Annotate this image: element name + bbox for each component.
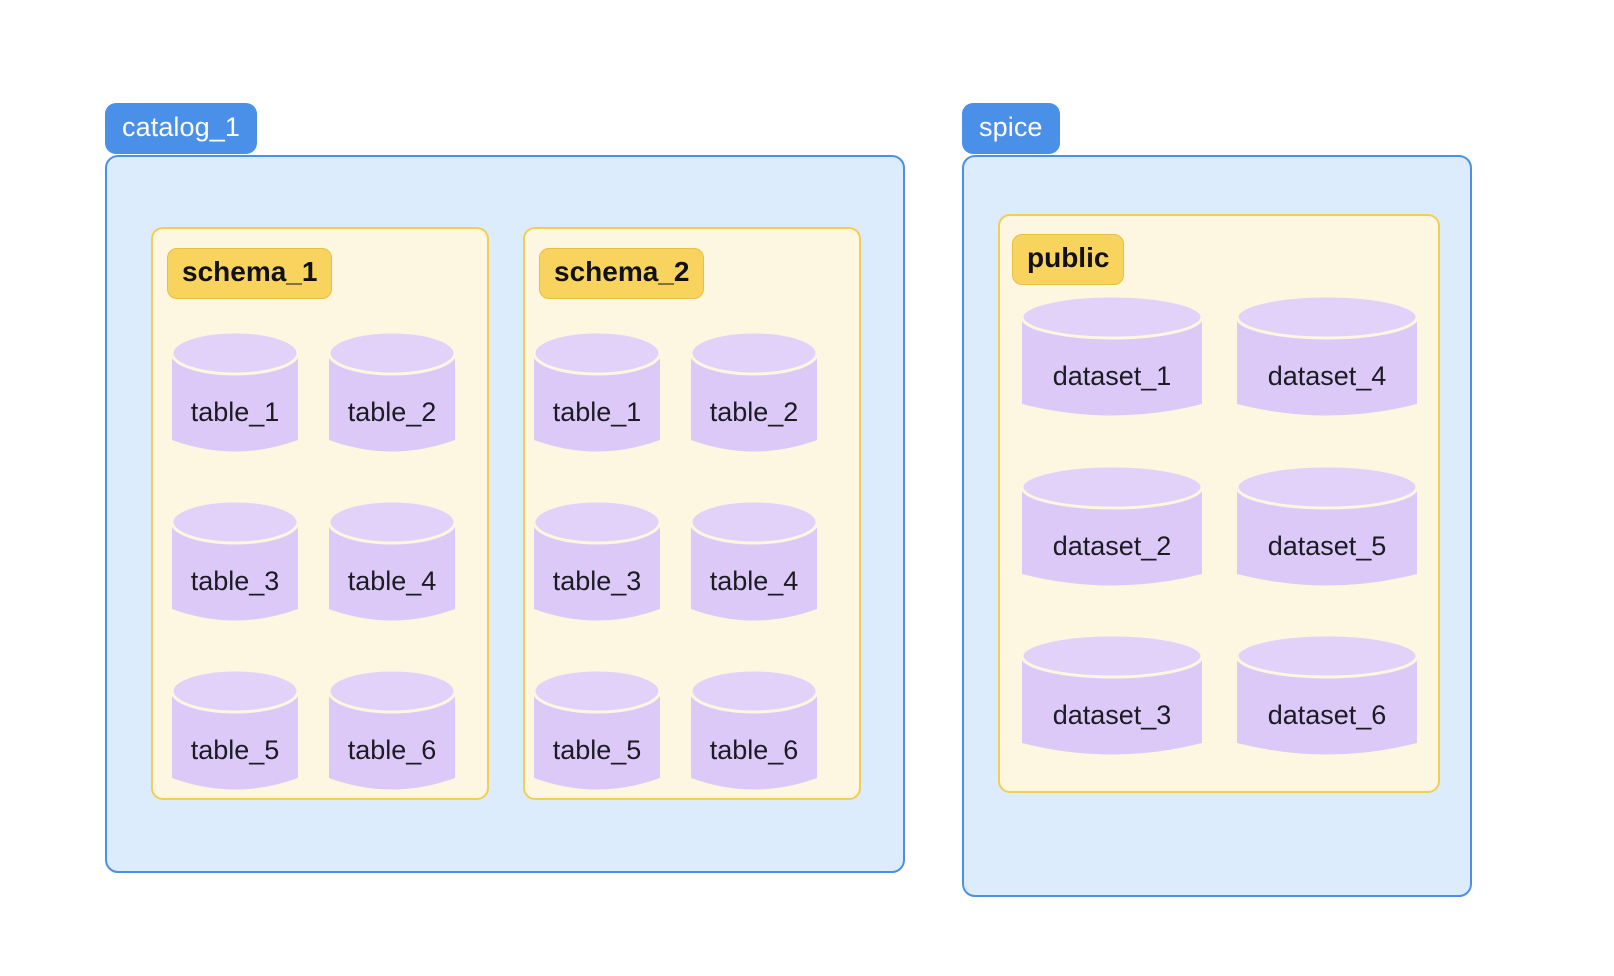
cylinder-label: dataset_4 <box>1267 361 1387 391</box>
cylinder-shape <box>172 330 298 452</box>
schema-badge-schema_1[interactable]: schema_1 <box>167 248 333 299</box>
database-cylinder-icon[interactable]: table_6 <box>691 668 817 801</box>
cylinder-label: dataset_1 <box>1052 361 1172 391</box>
cylinder-shape <box>691 330 817 452</box>
cylinder-label: table_6 <box>347 735 437 765</box>
cylinder-label: table_1 <box>190 397 280 427</box>
cylinder-shape <box>534 330 660 452</box>
cylinder-label: dataset_5 <box>1267 531 1387 561</box>
cylinder-shape <box>691 668 817 790</box>
catalog-badge-catalog_1[interactable]: catalog_1 <box>105 103 257 154</box>
cylinder-label: table_4 <box>709 566 799 596</box>
catalog-group-catalog_1: catalog_1 schema_1 table_1 <box>105 103 905 873</box>
cylinder-label: table_1 <box>552 397 642 427</box>
database-cylinder-icon[interactable]: table_1 <box>172 330 298 463</box>
cylinder-shape <box>329 330 455 452</box>
cylinder-shape <box>329 668 455 790</box>
database-cylinder-icon[interactable]: dataset_2 <box>1022 464 1202 597</box>
catalog-group-spice: spice public dataset_1 dat <box>962 103 1472 897</box>
database-cylinder-icon[interactable]: table_3 <box>172 499 298 632</box>
cylinder-label: dataset_6 <box>1267 700 1387 730</box>
database-cylinder-icon[interactable]: dataset_5 <box>1237 464 1417 597</box>
schema-badge-schema_2[interactable]: schema_2 <box>539 248 705 299</box>
cylinder-shape <box>1237 294 1417 416</box>
cylinder-label: table_6 <box>709 735 799 765</box>
database-cylinder-icon[interactable]: table_1 <box>534 330 660 463</box>
schema-panel-schema_1: schema_1 table_1 table_2 <box>151 227 489 800</box>
cylinder-label: table_2 <box>347 397 437 427</box>
cylinder-shape <box>1022 464 1202 586</box>
cylinder-shape <box>691 499 817 621</box>
schema-badge-public[interactable]: public <box>1012 234 1125 285</box>
database-cylinder-icon[interactable]: dataset_1 <box>1022 294 1202 427</box>
database-cylinder-icon[interactable]: table_4 <box>329 499 455 632</box>
cylinder-label: dataset_2 <box>1052 531 1172 561</box>
cylinder-label: table_5 <box>190 735 280 765</box>
schema-panel-schema_2: schema_2 table_1 table_2 <box>523 227 861 800</box>
catalog-badge-spice[interactable]: spice <box>962 103 1060 154</box>
schema-panel-public: public dataset_1 dataset_4 <box>998 214 1440 793</box>
database-cylinder-icon[interactable]: table_5 <box>534 668 660 801</box>
cylinder-shape <box>172 499 298 621</box>
database-cylinder-icon[interactable]: dataset_6 <box>1237 633 1417 766</box>
cylinder-label: table_5 <box>552 735 642 765</box>
cylinder-shape <box>329 499 455 621</box>
cylinder-label: table_3 <box>190 566 280 596</box>
cylinder-shape <box>534 499 660 621</box>
database-cylinder-icon[interactable]: table_3 <box>534 499 660 632</box>
catalog-box-spice: public dataset_1 dataset_4 <box>962 155 1472 897</box>
database-cylinder-icon[interactable]: dataset_4 <box>1237 294 1417 427</box>
cylinder-label: table_3 <box>552 566 642 596</box>
catalog-box-catalog_1: schema_1 table_1 table_2 <box>105 155 905 873</box>
database-cylinder-icon[interactable]: table_4 <box>691 499 817 632</box>
cylinder-shape <box>172 668 298 790</box>
cylinder-shape <box>1022 294 1202 416</box>
database-cylinder-icon[interactable]: table_6 <box>329 668 455 801</box>
database-cylinder-icon[interactable]: dataset_3 <box>1022 633 1202 766</box>
database-cylinder-icon[interactable]: table_5 <box>172 668 298 801</box>
cylinder-shape <box>534 668 660 790</box>
cylinder-shape <box>1022 633 1202 755</box>
cylinder-shape <box>1237 633 1417 755</box>
cylinder-label: table_2 <box>709 397 799 427</box>
cylinder-label: dataset_3 <box>1052 700 1172 730</box>
cylinder-label: table_4 <box>347 566 437 596</box>
database-cylinder-icon[interactable]: table_2 <box>691 330 817 463</box>
cylinder-shape <box>1237 464 1417 586</box>
database-cylinder-icon[interactable]: table_2 <box>329 330 455 463</box>
